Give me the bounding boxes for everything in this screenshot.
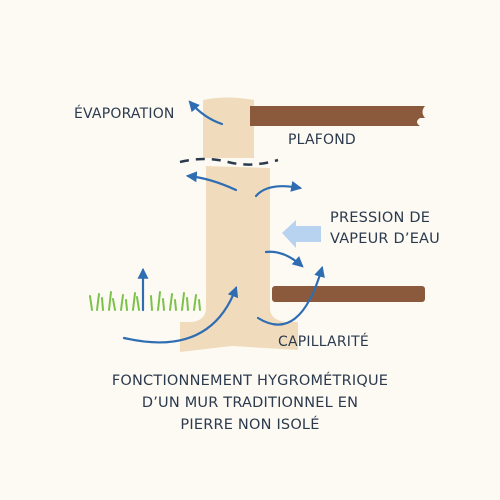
label-vapor-pressure: PRESSION DE VAPEUR D’EAU — [330, 208, 440, 250]
wall-top-left-arrow — [185, 171, 238, 192]
label-vapor-pressure-line2: VAPEUR D’EAU — [330, 231, 440, 247]
ceiling-beam — [250, 106, 425, 126]
wall-top-right-arrow — [254, 180, 303, 198]
label-evaporation: ÉVAPORATION — [74, 106, 175, 122]
label-capillarite: CAPILLARITÉ — [278, 334, 369, 350]
label-plafond: PLAFOND — [288, 132, 356, 148]
wall-mid-right-arrow — [264, 250, 304, 268]
label-vapor-pressure-line1: PRESSION DE — [330, 210, 431, 226]
vapor-pressure-arrow — [282, 220, 321, 248]
caption-line2: D’UN MUR TRADITIONNEL EN — [141, 395, 359, 411]
break-line — [179, 157, 279, 166]
floor-beam — [272, 286, 425, 302]
caption-line3: PIERRE NON ISOLÉ — [180, 417, 320, 433]
lower-wall — [180, 166, 298, 352]
upper-wall — [203, 97, 254, 158]
grass — [89, 291, 201, 311]
moisture-arrows — [122, 100, 325, 344]
capillary-floor-arrow — [256, 265, 325, 326]
capillary-ground-arrow — [122, 285, 239, 344]
evaporation-arrow — [188, 100, 224, 126]
caption-line1: FONCTIONNEMENT HYGROMÉTRIQUE — [111, 373, 389, 389]
diagram-caption: FONCTIONNEMENT HYGROMÉTRIQUE D’UN MUR TR… — [60, 370, 440, 436]
